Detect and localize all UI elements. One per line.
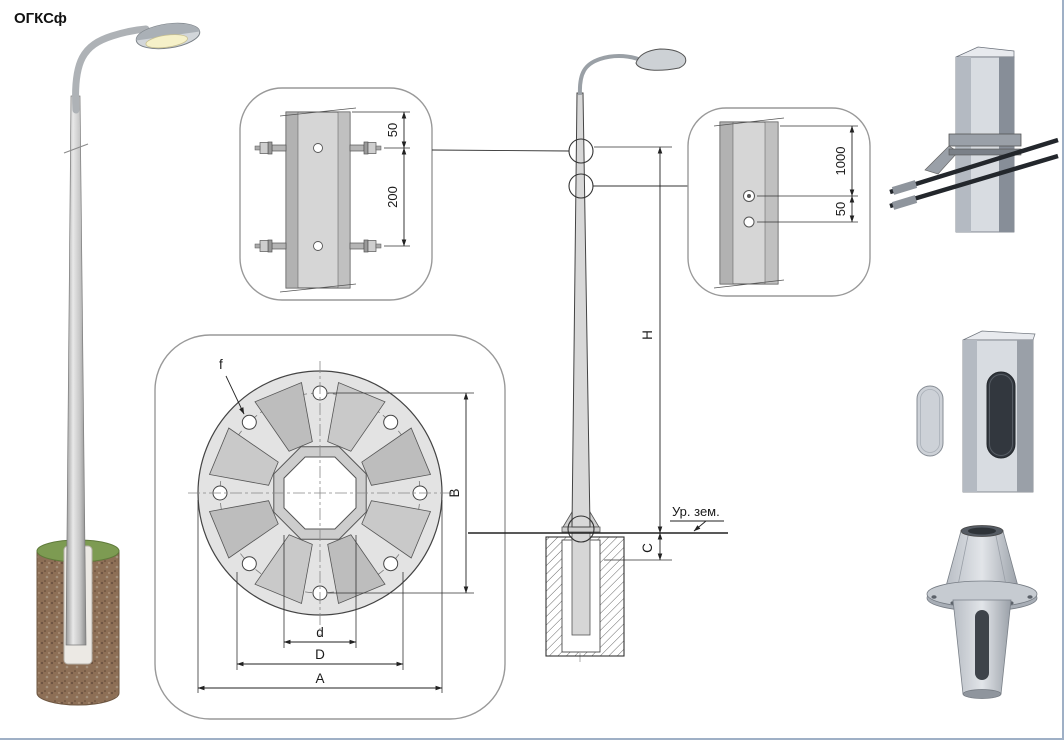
weld-seam-mark <box>63 143 89 154</box>
pole-facet-left <box>719 121 734 285</box>
base-insert-photo-render <box>926 525 1038 699</box>
pole-arm <box>72 25 150 114</box>
flange-bolt-hole <box>241 556 257 572</box>
lamp-glass <box>145 34 188 49</box>
insert-bottom <box>962 689 1002 699</box>
callout-circle-base <box>567 515 595 543</box>
door-panel <box>916 385 944 457</box>
door-panel-edge <box>920 389 940 453</box>
break-mark-top <box>713 117 785 127</box>
elevation-drawing: Ур. зем. H C <box>431 48 728 662</box>
flange-bolt-holes <box>212 385 428 601</box>
flange-gusset <box>327 381 386 452</box>
leader-f <box>225 375 245 415</box>
dim-b-extension <box>328 392 474 594</box>
flange-gusset <box>208 500 279 559</box>
funnel-facet-line-left <box>956 530 970 591</box>
lamp-head <box>135 22 201 50</box>
break-mark-bottom <box>713 279 785 289</box>
door-opening-edge <box>989 374 1013 456</box>
dim-label-1000: 1000 <box>833 147 848 176</box>
dim-d-extension <box>283 535 357 648</box>
pole-facet-right <box>337 111 351 289</box>
break-mark-bottom <box>279 283 357 293</box>
leader-to-joint-detail <box>431 149 570 152</box>
flange-gusset <box>361 427 432 486</box>
pole-facet-right <box>764 121 779 285</box>
funnel-opening-inner <box>968 527 996 535</box>
insert-slot <box>975 610 989 680</box>
dim-a-extension <box>197 500 443 693</box>
dim-label-50: 50 <box>833 202 848 216</box>
dim-label-200: 200 <box>385 186 400 208</box>
cable-connector-lower <box>891 195 918 210</box>
embedded-pole <box>571 530 591 636</box>
cable-upper <box>889 137 1059 195</box>
joint-detail-box: 50 200 <box>239 87 433 301</box>
funnel-facet-line-right <box>994 530 1008 591</box>
pole-facet-left <box>285 111 299 289</box>
flange-bolt-hole <box>383 556 399 572</box>
dim-label-c: C <box>640 543 655 553</box>
ground-level-label: Ур. зем. <box>672 504 720 519</box>
center-lines <box>188 361 452 637</box>
clamp-band <box>948 133 1022 147</box>
dim-label-d: d <box>316 625 324 640</box>
dim-label-f: f <box>219 357 223 372</box>
pole-arm-outline <box>577 54 639 96</box>
hole-detail-box: 1000 50 <box>687 107 871 297</box>
bolt-hole-upper-dot <box>747 194 751 198</box>
ground-label-arrow <box>693 520 707 532</box>
pole-facet-left <box>963 340 977 492</box>
dim-dd-extension <box>236 572 404 670</box>
dim-label-dd: D <box>315 647 325 662</box>
flange-detail-box: f B d D A <box>154 334 506 720</box>
pole-facet-right <box>1017 340 1033 492</box>
dim-label-h: H <box>640 330 655 340</box>
flange-bolt-hole <box>241 414 257 430</box>
flange-gussets <box>208 381 432 605</box>
pole-photo-render <box>36 22 201 706</box>
bolt-hole-lower <box>743 216 755 228</box>
dim-label-50: 50 <box>385 123 400 137</box>
flange-gusset <box>361 500 432 559</box>
page-title: ОГКСф <box>14 10 67 27</box>
dimension-extension-lines <box>757 125 858 223</box>
dim-label-b: B <box>447 488 462 497</box>
dim-label-a: A <box>315 671 324 686</box>
flange-gusset <box>208 427 279 486</box>
flange-gusset <box>254 381 313 452</box>
door-photo-render <box>916 330 1036 493</box>
clamp-photo-render <box>889 46 1059 233</box>
cable-lower <box>889 153 1059 209</box>
break-mark-top <box>279 107 357 117</box>
door-opening <box>986 371 1016 459</box>
cable-connector-upper <box>891 180 918 195</box>
lamp-head-outline <box>635 48 687 71</box>
flange-bolt-hole <box>383 414 399 430</box>
